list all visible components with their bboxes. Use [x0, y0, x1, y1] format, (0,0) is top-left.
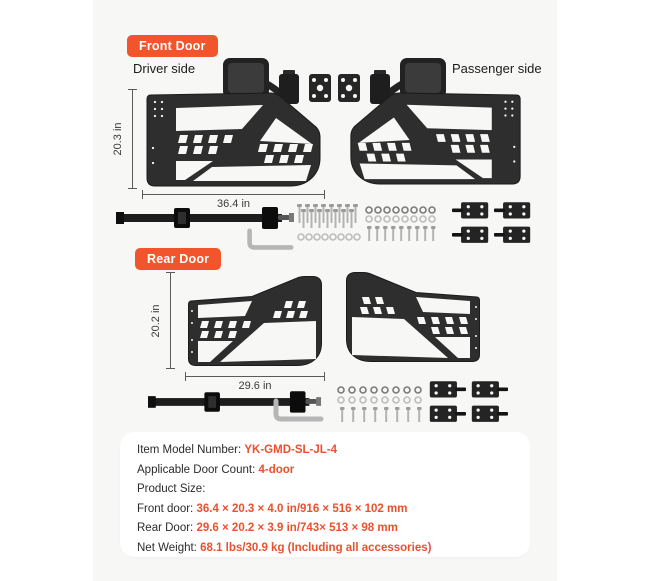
rear-door-height-label: 20.2 in — [150, 303, 162, 338]
rear-door-badge: Rear Door — [135, 248, 222, 270]
spec-row-net-weight: Net Weight: 68.1 lbs/30.9 kg (Including … — [137, 539, 520, 559]
spec-label: Net Weight: — [137, 541, 201, 554]
front-hinge-set-icon — [452, 202, 489, 243]
rear-door-height-dimension: 20.2 in — [150, 272, 175, 369]
rear-fastener-set-icon — [337, 386, 422, 422]
spec-label: Product Size: — [137, 483, 206, 496]
spec-value: 68.1 lbs/30.9 kg (Including all accessor… — [200, 541, 432, 554]
rear-door-driver-icon — [188, 276, 322, 366]
rear-door-width-label: 29.6 in — [238, 380, 272, 392]
spec-row-rear-door-size: Rear Door: 29.6 × 20.2 × 3.9 in/743× 513… — [137, 519, 520, 539]
rear-hex-key-icon — [268, 398, 326, 424]
front-door-width-dimension: 36.4 in — [142, 190, 325, 212]
front-door-height-dimension: 20.3 in — [112, 89, 137, 189]
spec-label: Front door: — [137, 502, 197, 515]
spec-row-product-size: Product Size: — [137, 480, 520, 500]
spec-card: Item Model Number: YK-GMD-SL-JL-4 Applic… — [120, 432, 530, 557]
spec-label: Item Model Number: — [137, 444, 245, 456]
product-image-canvas: Front Door Driver side Passenger side 20… — [93, 0, 557, 581]
front-door-height-label: 20.3 in — [112, 122, 124, 156]
spec-value: YK-GMD-SL-JL-4 — [244, 444, 338, 456]
rear-hinge-set-icon — [429, 381, 466, 422]
spec-row-model: Item Model Number: YK-GMD-SL-JL-4 — [137, 441, 520, 461]
spec-value: 36.4 × 20.3 × 4.0 in/916 × 516 × 102 mm — [196, 502, 408, 515]
rear-door-passenger-icon — [346, 272, 480, 362]
passenger-side-label: Passenger side — [452, 61, 542, 76]
front-hex-key-icon — [243, 228, 295, 252]
rear-door-width-dimension: 29.6 in — [185, 372, 325, 394]
front-door-badge: Front Door — [127, 35, 218, 57]
spec-value: 4-door — [258, 463, 295, 476]
spec-row-door-count: Applicable Door Count: 4-door — [137, 461, 520, 481]
spec-label: Rear Door: — [137, 522, 197, 535]
spec-value: 29.6 × 20.2 × 3.9 in/743× 513 × 98 mm — [196, 522, 398, 535]
front-fastener-set-icon — [297, 204, 436, 241]
front-door-driver-icon — [146, 92, 321, 187]
rear-hinge-set-icon — [471, 381, 508, 422]
spec-label: Applicable Door Count: — [137, 463, 259, 476]
spec-row-front-door-size: Front door: 36.4 × 20.3 × 4.0 in/916 × 5… — [137, 500, 520, 520]
driver-side-label: Driver side — [133, 61, 196, 76]
front-door-passenger-icon — [350, 92, 521, 185]
front-hinge-set-icon — [494, 202, 531, 243]
front-door-width-label: 36.4 in — [216, 198, 251, 210]
